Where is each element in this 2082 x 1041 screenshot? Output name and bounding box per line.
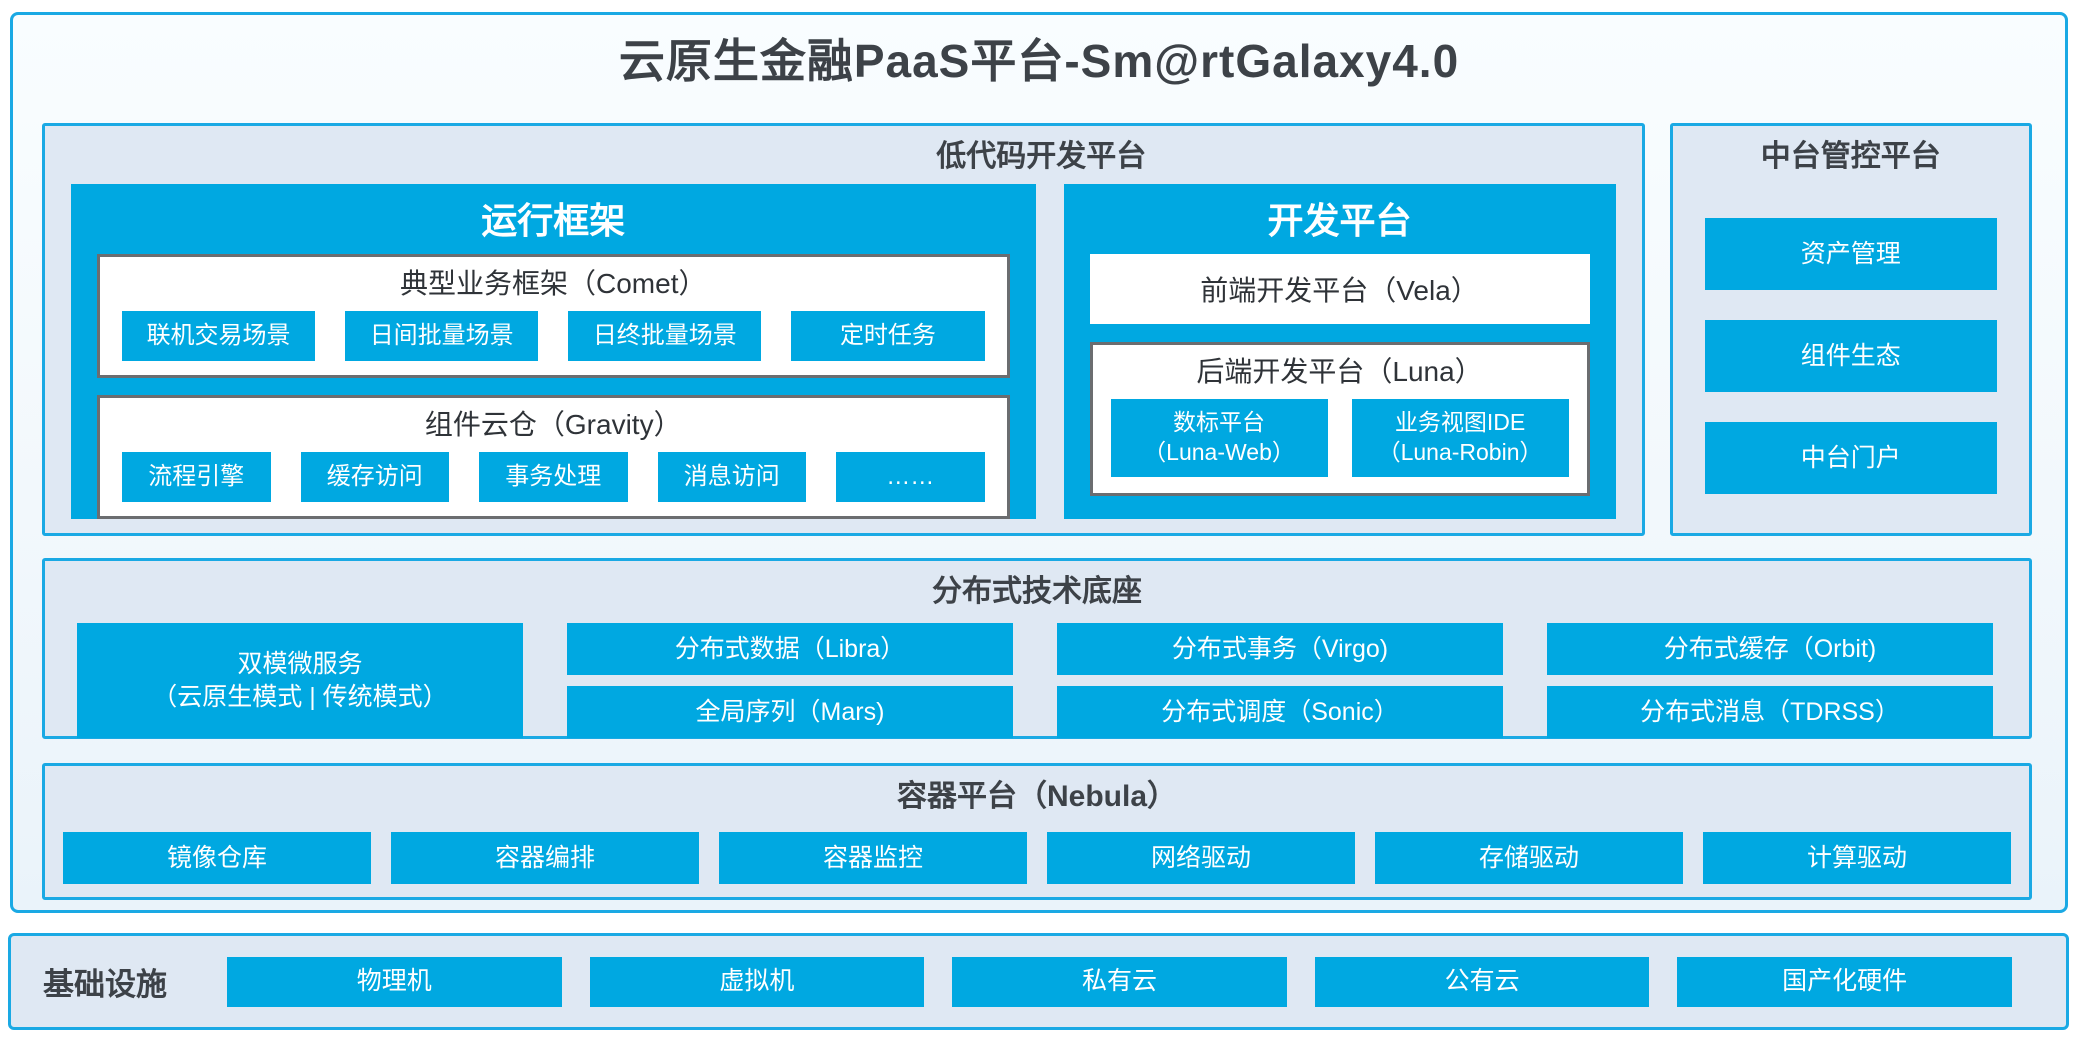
block-distributed-message: 分布式消息（TDRSS） xyxy=(1547,686,1993,738)
luna-web-name: 数标平台 xyxy=(1173,409,1266,436)
luna-web-sub: （Luna-Web） xyxy=(1143,439,1295,465)
infrastructure-title: 基础设施 xyxy=(43,967,167,1002)
block-scheduled-task: 定时任务 xyxy=(791,311,985,361)
luna-backend-title: 后端开发平台（Luna） xyxy=(1196,356,1483,387)
gravity-repo-title: 组件云仓（Gravity） xyxy=(424,409,682,440)
luna-buttons: 数标平台 （Luna-Web） 业务视图IDE （Luna-Robin） xyxy=(1093,399,1587,493)
low-code-platform-title: 低代码开发平台 xyxy=(936,140,1147,173)
platform-outer-box: 云原生金融PaaS平台-Sm@rtGalaxy4.0 低代码开发平台 运行框架 … xyxy=(10,12,2068,913)
block-distributed-transaction: 分布式事务（Virgo) xyxy=(1057,623,1503,675)
gravity-repo-box: 组件云仓（Gravity） 流程引擎 缓存访问 事务处理 消息访问 …… xyxy=(97,395,1010,519)
infrastructure-buttons: 物理机 虚拟机 私有云 公有云 国产化硬件 xyxy=(227,956,2012,1007)
block-cache-access: 缓存访问 xyxy=(300,452,449,502)
block-ellipsis: …… xyxy=(836,452,985,502)
block-message-access: 消息访问 xyxy=(657,452,806,502)
luna-robin-name: 业务视图IDE xyxy=(1394,409,1526,436)
dual-mode-sub: （云原生模式 | 传统模式） xyxy=(152,682,448,711)
block-distributed-cache: 分布式缓存（Orbit) xyxy=(1547,623,1993,675)
block-virtual-machine: 虚拟机 xyxy=(589,956,925,1007)
distributed-base-title: 分布式技术底座 xyxy=(932,575,1142,608)
gravity-buttons: 流程引擎 缓存访问 事务处理 消息访问 …… xyxy=(100,452,1007,516)
block-public-cloud: 公有云 xyxy=(1314,956,1650,1007)
mid-platform-title: 中台管控平台 xyxy=(1760,140,1941,173)
block-luna-web: 数标平台 （Luna-Web） xyxy=(1110,399,1328,477)
block-component-ecosystem: 组件生态 xyxy=(1704,320,1997,392)
container-platform-title: 容器平台（Nebula） xyxy=(896,780,1178,813)
distributed-grid: 双模微服务 （云原生模式 | 传统模式） 分布式数据（Libra） 分布式事务（… xyxy=(45,613,2029,738)
low-code-platform-panel: 低代码开发平台 运行框架 典型业务框架（Comet） 联机交易场景 日间批量场景… xyxy=(42,123,1645,536)
luna-robin-sub: （Luna-Robin） xyxy=(1377,439,1543,465)
container-platform-buttons: 镜像仓库 容器编排 容器监控 网络驱动 存储驱动 计算驱动 xyxy=(45,818,2029,884)
page-title: 云原生金融PaaS平台-Sm@rtGalaxy4.0 xyxy=(618,35,1460,87)
vela-frontend-box: 前端开发平台（Vela） xyxy=(1089,254,1590,324)
luna-backend-box: 后端开发平台（Luna） 数标平台 （Luna-Web） 业务视图IDE （Lu… xyxy=(1089,342,1590,496)
infrastructure-strip: 基础设施 物理机 虚拟机 私有云 公有云 国产化硬件 xyxy=(8,933,2069,1030)
block-private-cloud: 私有云 xyxy=(952,956,1287,1007)
comet-buttons: 联机交易场景 日间批量场景 日终批量场景 定时任务 xyxy=(100,311,1007,375)
dual-mode-name: 双模微服务 xyxy=(237,650,363,678)
mid-platform-buttons: 资产管理 组件生态 中台门户 xyxy=(1673,178,2029,494)
block-asset-management: 资产管理 xyxy=(1704,218,1997,290)
comet-framework-title: 典型业务框架（Comet） xyxy=(400,268,707,299)
block-storage-driver: 存储驱动 xyxy=(1375,832,1683,884)
mid-platform-panel: 中台管控平台 资产管理 组件生态 中台门户 xyxy=(1669,123,2032,536)
low-code-body: 运行框架 典型业务框架（Comet） 联机交易场景 日间批量场景 日终批量场景 … xyxy=(45,178,1642,537)
block-luna-robin: 业务视图IDE （Luna-Robin） xyxy=(1351,399,1569,477)
block-daytime-batch: 日间批量场景 xyxy=(345,311,539,361)
block-compute-driver: 计算驱动 xyxy=(1703,832,2011,884)
block-global-sequence: 全局序列（Mars) xyxy=(567,686,1013,738)
dev-platform-title: 开发平台 xyxy=(1267,200,1412,241)
block-eod-batch: 日终批量场景 xyxy=(568,311,762,361)
block-dual-mode-microservice: 双模微服务 （云原生模式 | 传统模式） xyxy=(77,623,523,738)
block-mid-platform-portal: 中台门户 xyxy=(1704,422,1997,494)
block-online-trading: 联机交易场景 xyxy=(122,311,316,361)
block-container-monitoring: 容器监控 xyxy=(719,832,1027,884)
container-platform-panel: 容器平台（Nebula） 镜像仓库 容器编排 容器监控 网络驱动 存储驱动 计算… xyxy=(42,763,2032,900)
block-network-driver: 网络驱动 xyxy=(1047,832,1355,884)
top-row: 低代码开发平台 运行框架 典型业务框架（Comet） 联机交易场景 日间批量场景… xyxy=(42,123,2032,536)
block-container-orchestration: 容器编排 xyxy=(391,832,699,884)
block-distributed-data: 分布式数据（Libra） xyxy=(567,623,1013,675)
runtime-framework-panel: 运行框架 典型业务框架（Comet） 联机交易场景 日间批量场景 日终批量场景 … xyxy=(71,184,1036,519)
block-transaction-processing: 事务处理 xyxy=(479,452,628,502)
block-distributed-scheduling: 分布式调度（Sonic） xyxy=(1057,686,1503,738)
runtime-framework-title: 运行框架 xyxy=(481,200,626,241)
comet-framework-box: 典型业务框架（Comet） 联机交易场景 日间批量场景 日终批量场景 定时任务 xyxy=(97,254,1010,378)
block-process-engine: 流程引擎 xyxy=(122,452,271,502)
block-domestic-hardware: 国产化硬件 xyxy=(1677,956,2012,1007)
dev-platform-panel: 开发平台 前端开发平台（Vela） 后端开发平台（Luna） 数标平台 （Lun… xyxy=(1063,184,1616,519)
block-image-registry: 镜像仓库 xyxy=(63,832,371,884)
distributed-base-panel: 分布式技术底座 双模微服务 （云原生模式 | 传统模式） 分布式数据（Libra… xyxy=(42,558,2032,739)
block-physical-machine: 物理机 xyxy=(227,956,562,1007)
